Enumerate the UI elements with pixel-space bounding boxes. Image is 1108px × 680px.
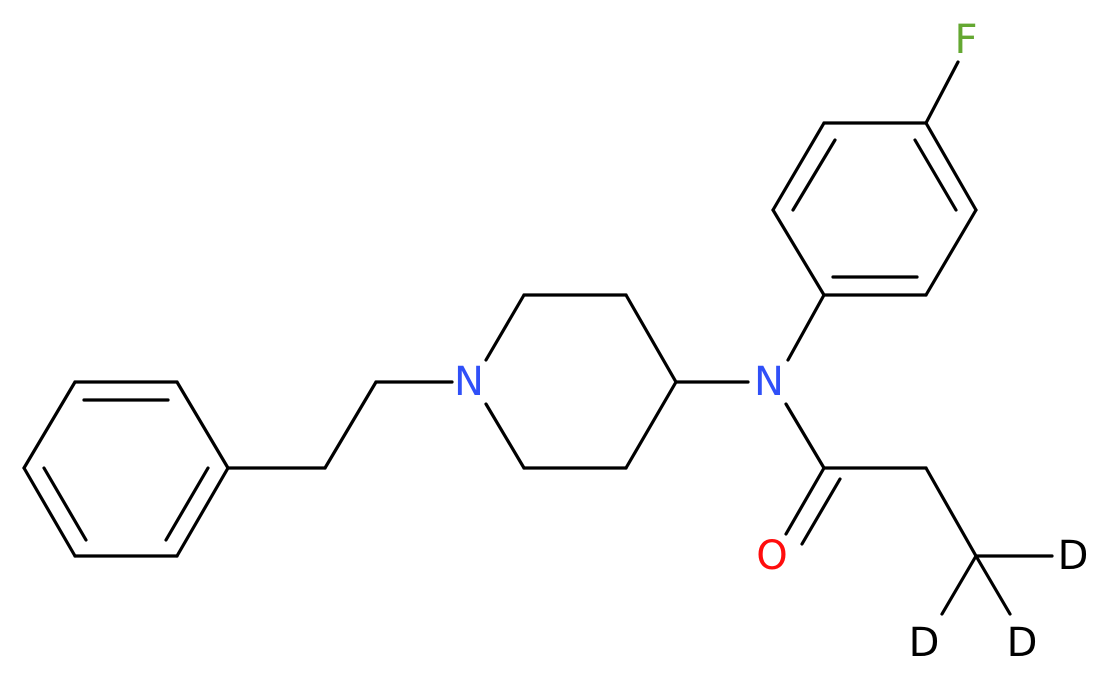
bond (624, 293, 678, 384)
bond (784, 402, 826, 470)
bond (924, 208, 978, 297)
bond (164, 466, 210, 542)
bond (22, 380, 77, 470)
atom-label-amide-nitrogen: N (754, 359, 784, 405)
atom-label-piperidine-nitrogen: N (454, 359, 484, 405)
bond (791, 138, 837, 212)
atom-label-deuterium: D (909, 620, 940, 666)
bond (771, 121, 826, 212)
bond (484, 293, 526, 362)
bond (940, 554, 978, 616)
bond (974, 554, 1012, 616)
bonds (22, 60, 1054, 616)
bond (624, 380, 678, 470)
bond (771, 208, 826, 297)
bond (924, 121, 978, 212)
bond (175, 380, 230, 470)
bond (42, 466, 88, 542)
bond (175, 466, 230, 558)
atom-label-fluorine: F (954, 17, 977, 63)
bond (924, 466, 978, 558)
atom-labels: F N N O D D D (454, 17, 1088, 666)
atom-label-deuterium: D (1007, 620, 1038, 666)
bond (786, 293, 826, 362)
atom-label-oxygen: O (756, 533, 787, 579)
bond (22, 466, 77, 558)
bond (784, 466, 826, 536)
bond (323, 380, 378, 470)
atom-label-deuterium: D (1058, 533, 1089, 579)
bond (800, 477, 842, 546)
bond (484, 402, 526, 470)
bond (913, 138, 958, 212)
bond (924, 60, 960, 125)
